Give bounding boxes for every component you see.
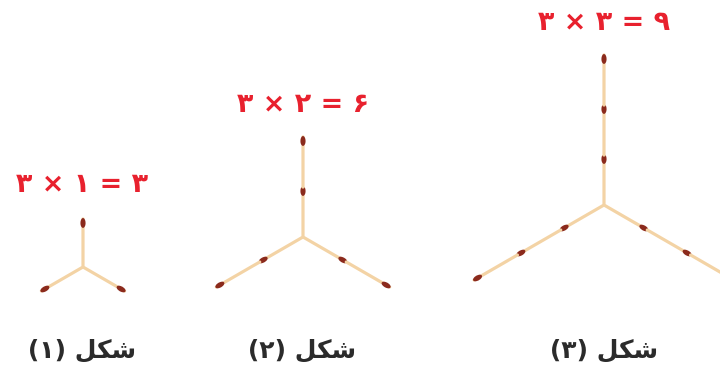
figure-2-equation: ۳ × ۲ = ۶	[237, 88, 369, 119]
match-head-up-1	[300, 186, 306, 196]
match-head-up-2	[300, 136, 306, 146]
match-head-up-2	[601, 104, 607, 114]
figure-1: ۳ × ۱ = ۳ شکل (۱)	[16, 168, 149, 364]
figure-3-matchstick-arms	[472, 53, 720, 282]
match-head-down-right-1	[116, 285, 126, 293]
match-head-down-left-3	[473, 274, 483, 282]
figure-3-caption: شکل (۳)	[550, 335, 658, 364]
match-head-down-left-2	[215, 281, 225, 289]
match-head-up-3	[601, 54, 607, 64]
match-head-down-left-1	[40, 285, 50, 293]
figure-2-caption: شکل (۲)	[248, 335, 356, 364]
match-head-down-right-2	[381, 281, 391, 289]
figure-3-equation: ۳ × ۳ = ۹	[538, 6, 670, 37]
figure-1-matchstick-arms	[39, 217, 127, 293]
figure-2: ۳ × ۲ = ۶ شکل (۲)	[214, 88, 392, 364]
figure-1-equation: ۳ × ۱ = ۳	[16, 168, 149, 199]
match-head-up-1	[80, 218, 86, 228]
figure-2-matchstick-arms	[214, 135, 392, 289]
match-head-up-1	[601, 154, 607, 164]
figure-3: ۳ × ۳ = ۹ شکل (۳)	[472, 6, 720, 364]
matchstick-down-right-3	[688, 253, 720, 274]
figure-1-caption: شکل (۱)	[28, 335, 136, 364]
